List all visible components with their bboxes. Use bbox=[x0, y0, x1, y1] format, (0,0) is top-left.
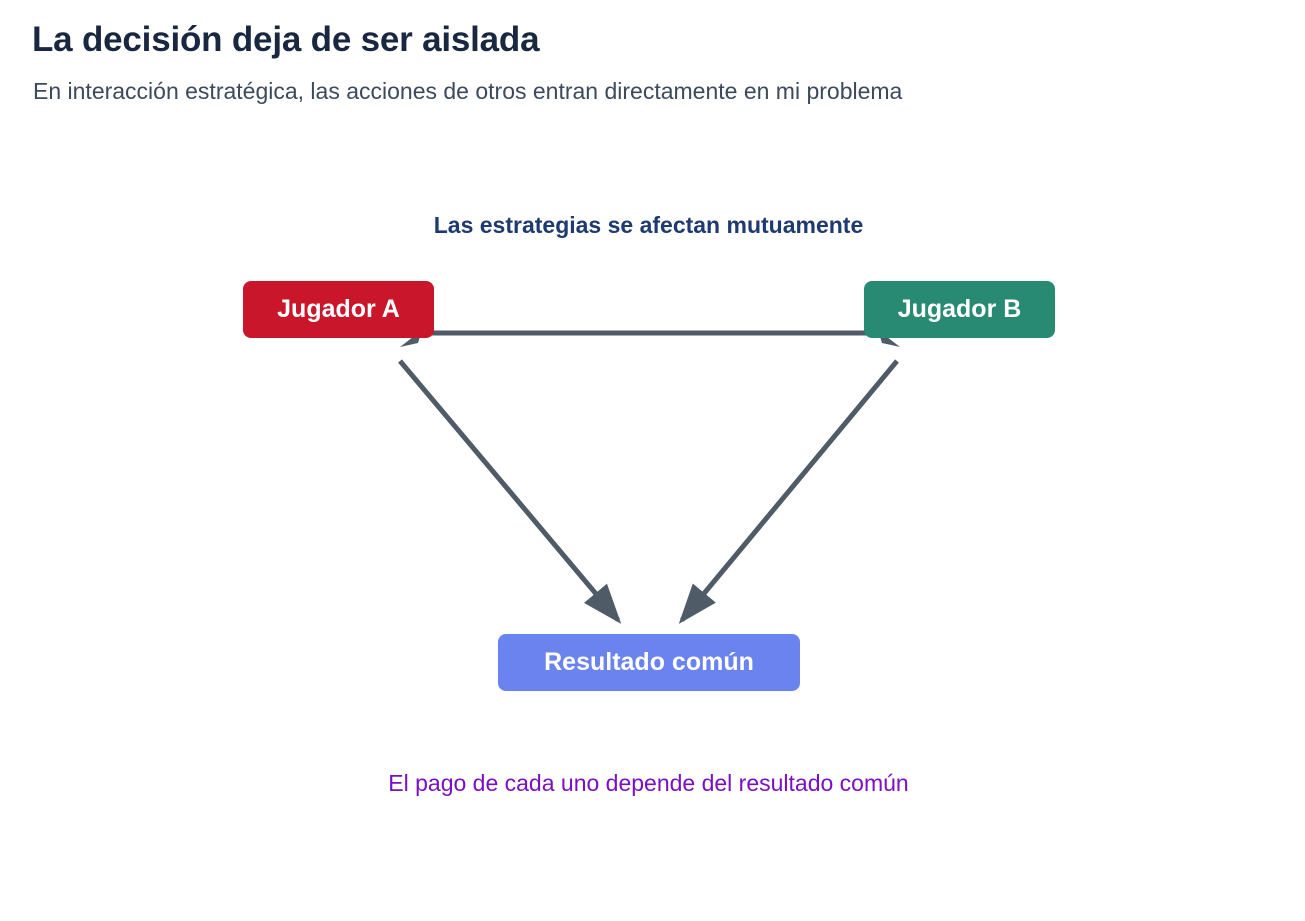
node-player-b-label: Jugador B bbox=[897, 295, 1022, 323]
node-player-b[interactable]: Jugador B bbox=[864, 281, 1055, 338]
page-subtitle: En interacción estratégica, las acciones… bbox=[33, 78, 903, 104]
diagram-heading: Las estrategias se afectan mutuamente bbox=[433, 212, 864, 238]
node-common-result[interactable]: Resultado común bbox=[498, 634, 800, 691]
diagram-caption: El pago de cada uno depende del resultad… bbox=[388, 770, 909, 796]
edge-a-to-result bbox=[398, 359, 622, 624]
page-title: La decisión deja de ser aislada bbox=[32, 20, 540, 59]
edge-b-to-result bbox=[678, 359, 899, 624]
node-player-a[interactable]: Jugador A bbox=[243, 281, 434, 338]
node-common-result-label: Resultado común bbox=[544, 648, 754, 676]
node-player-a-label: Jugador A bbox=[277, 295, 400, 323]
edge-mutual-influence bbox=[400, 330, 900, 347]
